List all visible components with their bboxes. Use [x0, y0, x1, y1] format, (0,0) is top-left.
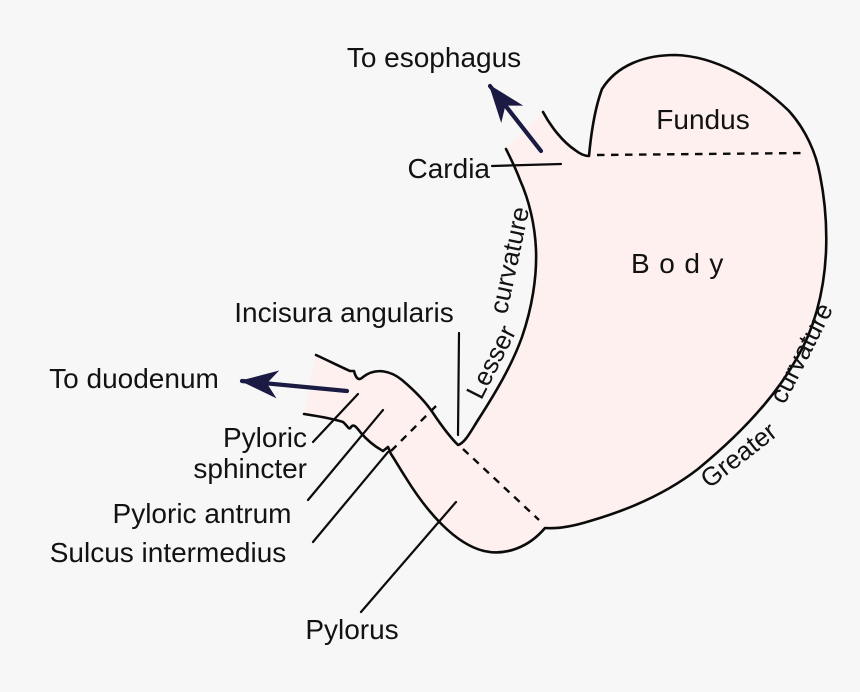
- stomach-outline-greater-side: [302, 53, 828, 554]
- label-fundus: Fundus: [656, 104, 749, 135]
- label-body: Body: [631, 248, 733, 279]
- fundus-boundary-dashed-line: [596, 151, 807, 157]
- to-duodenum-arrow-icon: [239, 370, 350, 399]
- label-to-esophagus: To esophagus: [347, 42, 521, 73]
- stomach-outline-lesser-side: [314, 147, 538, 447]
- label-pyloric-sphincter-line2: sphincter: [193, 453, 307, 484]
- incisura-leader-line: [456, 331, 461, 437]
- label-cardia: Cardia: [408, 153, 491, 184]
- stomach-fill-shape: [304, 55, 827, 553]
- label-sulcus-intermedius: Sulcus intermedius: [50, 537, 287, 568]
- antrum-canal-boundary-dashed-line: [389, 405, 437, 453]
- label-lesser-curvature-word2: curvature: [483, 204, 535, 316]
- body-antrum-boundary-dashed-line: [462, 448, 540, 521]
- sulcus-intermedius-leader-line: [311, 450, 390, 544]
- label-incisura-angularis: Incisura angularis: [234, 297, 453, 328]
- pylorus-leader-line: [359, 500, 458, 614]
- label-pylorus: Pylorus: [305, 614, 398, 645]
- label-to-duodenum: To duodenum: [49, 363, 219, 394]
- label-pyloric-sphincter-line1: Pyloric: [223, 422, 307, 453]
- label-pyloric-antrum: Pyloric antrum: [113, 498, 292, 529]
- to-esophagus-arrow-icon: [487, 83, 544, 154]
- pyloric-antrum-leader-line: [306, 408, 385, 502]
- pyloric-sphincter-leader-line: [311, 392, 360, 444]
- cardia-leader-line: [490, 162, 563, 168]
